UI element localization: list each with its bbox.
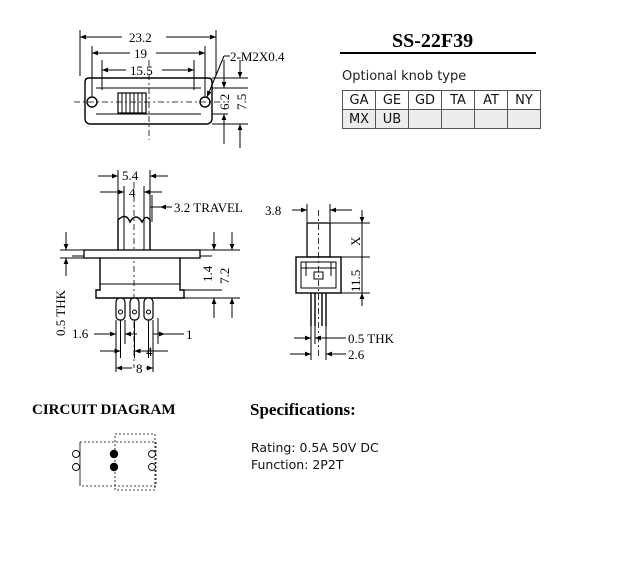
knob-cell: MX <box>342 109 376 129</box>
dim-1: 1 <box>186 327 193 342</box>
specifications-title: Specifications: <box>250 400 356 419</box>
dim-plate-thickness: 0.5 THK <box>53 289 68 336</box>
dim-height-7-5: 7.5 <box>234 94 249 110</box>
knob-type-table: GA GE GD TA AT NY MX UB <box>342 90 541 129</box>
knob-cell <box>441 109 475 129</box>
knob-cell <box>507 109 541 129</box>
switch-body <box>95 258 185 299</box>
knob-cell: UB <box>375 109 409 129</box>
dim-actuator-4: 4 <box>129 185 136 200</box>
circuit-diagram-title: CIRCUIT DIAGRAM <box>32 402 176 418</box>
table-row: GA GE GD TA AT NY <box>342 90 541 110</box>
dim-actuator-5-4: 5.4 <box>122 168 139 183</box>
knob-cell <box>474 109 508 129</box>
slide-knob <box>117 92 147 114</box>
dim-side-x: X <box>348 236 363 246</box>
dim-travel: 3.2 TRAVEL <box>174 200 243 215</box>
dim-body-width: 15.5 <box>130 63 153 78</box>
contact-open <box>72 450 80 458</box>
dim-side-2-6: 2.6 <box>348 347 365 362</box>
dim-height-7-2: 7.2 <box>217 268 232 284</box>
knob-cell: NY <box>507 90 541 110</box>
dim-side-11-5: 11.5 <box>348 270 363 292</box>
front-view: 3.2 TRAVEL 5.4 4 1.4 7.2 0.5 THK <box>53 168 243 376</box>
top-plate <box>83 249 201 259</box>
table-row: MX UB <box>342 109 541 129</box>
side-view: 3.8 X 11.5 0.5 THK 2.6 <box>265 203 395 362</box>
circuit-diagram <box>72 433 157 491</box>
knob-cell: GE <box>375 90 409 110</box>
dim-1-6: 1.6 <box>72 326 89 341</box>
model-number: SS-22F39 <box>392 30 474 52</box>
spec-function: Function: 2P2T <box>251 457 344 472</box>
contact-open <box>148 450 156 458</box>
terminals <box>115 297 154 321</box>
spec-rating: Rating: 0.5A 50V DC <box>251 440 379 455</box>
mounting-plate <box>84 77 213 125</box>
knob-cell: AT <box>474 90 508 110</box>
hole-spec: 2-M2X0.4 <box>230 49 285 64</box>
knob-cell: GD <box>408 90 442 110</box>
title-underline <box>340 52 536 54</box>
knob-cell <box>408 109 442 129</box>
dim-pitch-4: 4 <box>146 344 153 359</box>
knob-type-label: Optional knob type <box>342 69 467 84</box>
top-view: 23.2 19 15.5 2-M2X0.4 6.2 7.5 <box>74 30 285 148</box>
contact-open <box>148 463 156 471</box>
dim-side-thickness: 0.5 THK <box>348 331 395 346</box>
contact-open <box>72 463 80 471</box>
knob-cell: GA <box>342 90 376 110</box>
dim-height-1-4: 1.4 <box>200 265 215 282</box>
knob-cell: TA <box>441 90 475 110</box>
dim-height-6-2: 6.2 <box>217 94 232 110</box>
dim-overall-width: 23.2 <box>129 30 152 45</box>
dim-8: 8 <box>136 361 143 376</box>
dim-side-3-8: 3.8 <box>265 203 281 218</box>
contact-closed <box>109 449 119 459</box>
dim-hole-pitch: 19 <box>134 46 147 61</box>
contact-closed <box>109 462 119 472</box>
